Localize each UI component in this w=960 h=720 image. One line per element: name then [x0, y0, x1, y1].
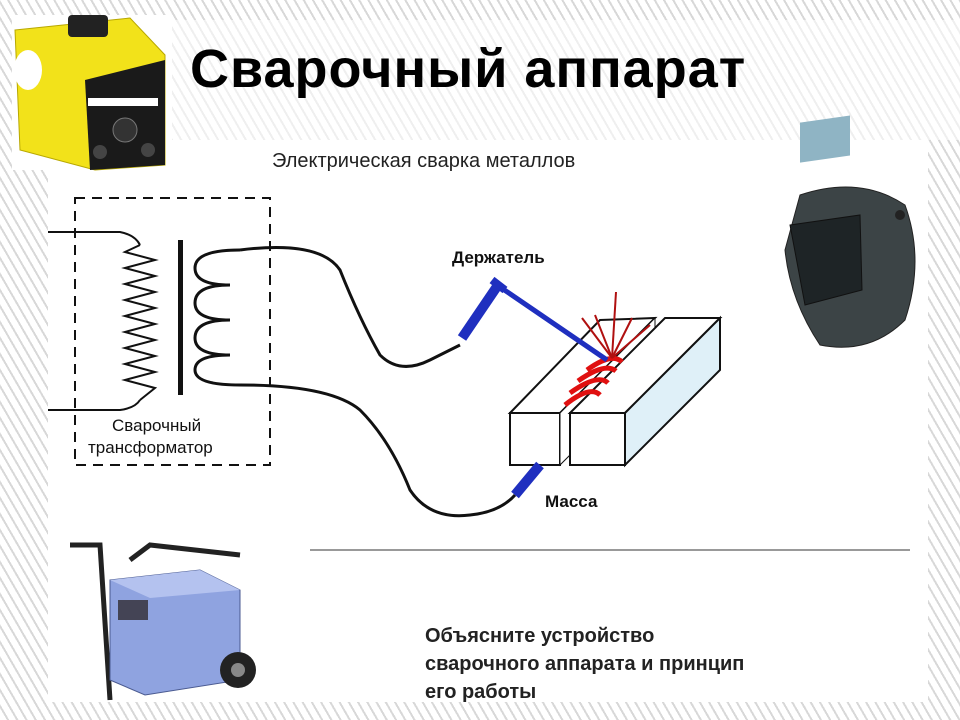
question-line: его работы: [425, 681, 537, 703]
question-line: сварочного аппарата и принцип: [425, 653, 745, 675]
transformer-label-line2: трансформатор: [88, 438, 213, 457]
welding-helmet-image: [784, 115, 916, 348]
secondary-coil: [193, 248, 241, 387]
question-line: Объясните устройство: [425, 625, 655, 647]
yellow-welding-machine-image: [12, 15, 172, 171]
primary-coil: [121, 244, 159, 401]
transformer-label-line1: Сварочный: [112, 416, 202, 435]
welding-arc: [563, 291, 651, 407]
blue-welding-machine-image: [50, 520, 265, 701]
welding-transformer: [48, 197, 271, 466]
ground-clamp: [511, 461, 544, 499]
ground-label: Масса: [545, 492, 598, 511]
electrode-holder: [457, 276, 609, 363]
diagram-subtitle: Электрическая сварка металлов: [272, 150, 576, 172]
slide-title: Сварочный аппарат: [190, 39, 747, 99]
question-text: Объясните устройство сварочного аппарата…: [425, 622, 744, 706]
iron-core: [178, 240, 183, 395]
holder-cable: [239, 246, 461, 368]
metal-blocks: [507, 315, 723, 468]
holder-label: Держатель: [452, 248, 545, 267]
ground-cable: [239, 383, 517, 518]
